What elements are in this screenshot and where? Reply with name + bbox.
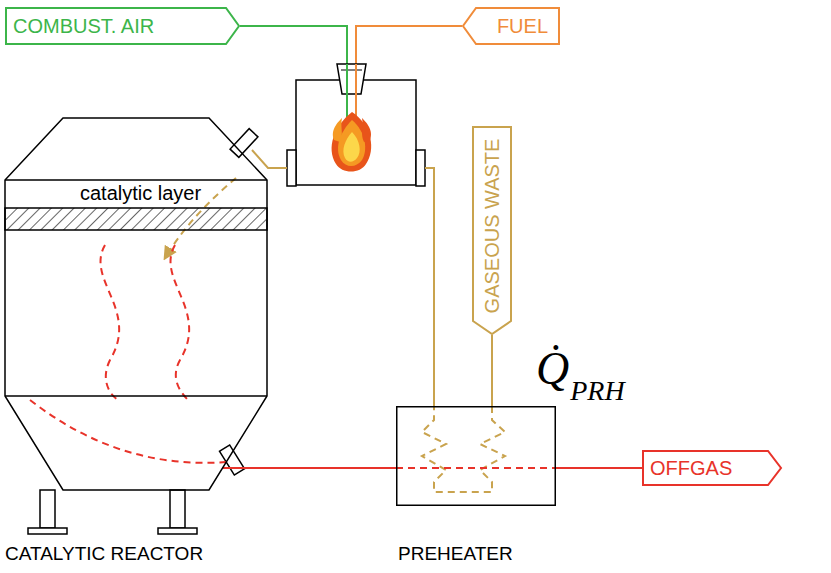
pipe-connector	[491, 335, 493, 406]
node-title: CATALYTIC REACTOR	[5, 544, 203, 565]
fuel-line	[355, 64, 357, 120]
burner-nozzle	[337, 64, 366, 94]
air-line	[346, 64, 348, 120]
burner-nozzle	[341, 70, 362, 71]
flame	[332, 112, 372, 172]
fuel-line	[356, 26, 462, 64]
reactor-legs	[28, 490, 197, 534]
waste-gas-line	[425, 168, 434, 406]
hot-gas-line	[252, 150, 287, 168]
catalytic-reactor: CATALYTIC REACTORcatalytic layer	[5, 118, 267, 490]
preheater-hot-pass	[396, 467, 556, 469]
node-title: COMBUST. AIR	[13, 15, 154, 37]
node-title: FUEL	[497, 15, 548, 37]
node-title: PREHEATER	[398, 544, 513, 565]
preheater-box: PREHEATER	[396, 406, 556, 506]
node-text: catalytic layer	[77, 182, 204, 204]
reactor-nozzle	[230, 129, 258, 158]
input-tag: GASEOUS WASTE	[472, 126, 512, 335]
heat-flow-subscript: PRH	[570, 377, 624, 405]
output-tag: OFFGAS	[642, 450, 782, 486]
reactor-nozzle	[219, 445, 244, 475]
pipe-connector	[556, 467, 642, 469]
heat-flow-symbol: Q̇	[536, 346, 569, 392]
input-tag: FUEL	[462, 7, 560, 45]
burner-flange	[416, 150, 425, 186]
pipe-connector	[223, 467, 396, 469]
node-outline	[5, 118, 267, 490]
flow-path	[101, 245, 120, 400]
air-line	[240, 26, 347, 64]
node-outline	[396, 406, 556, 506]
node-title: OFFGAS	[650, 457, 732, 479]
burner-flange	[287, 150, 296, 186]
flow-path	[30, 400, 226, 463]
preheater-coil	[422, 406, 505, 492]
flow-path	[171, 245, 190, 400]
node-title: GASEOUS WASTE	[481, 138, 503, 313]
input-tag: COMBUST. AIR	[5, 7, 240, 45]
